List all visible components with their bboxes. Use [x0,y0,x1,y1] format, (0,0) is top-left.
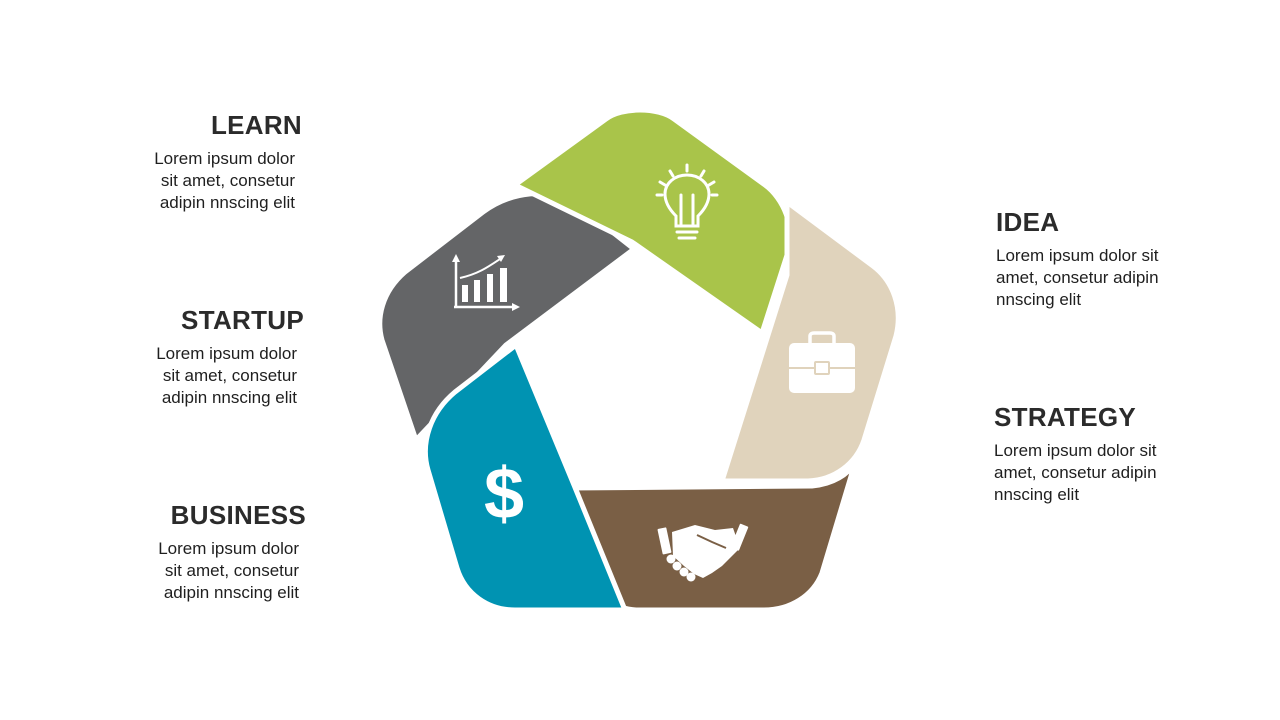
growth-chart-icon [452,254,520,311]
startup-description: Lorem ipsum dolor sit amet, consetur adi… [156,344,297,407]
business-label: BUSINESS Lorem ipsum dolor sit amet, con… [106,500,306,604]
segment-startup [422,342,628,613]
startup-title: STARTUP [181,305,304,335]
strategy-label: STRATEGY Lorem ipsum dolor sit amet, con… [994,402,1194,506]
dollar-icon: $ [484,454,524,534]
strategy-title: STRATEGY [994,402,1137,432]
business-title: BUSINESS [170,500,306,530]
svg-text:$: $ [484,454,524,534]
learn-label: LEARN Lorem ipsum dolor sit amet, conset… [102,110,302,214]
learn-title: LEARN [210,110,302,140]
lightbulb-icon [655,163,719,240]
learn-description: Lorem ipsum dolor sit amet, consetur adi… [154,149,295,212]
handshake-icon [657,523,749,582]
startup-label: STARTUP Lorem ipsum dolor sit amet, cons… [104,305,304,409]
idea-description: Lorem ipsum dolor sit amet, consetur adi… [996,246,1159,309]
idea-title: IDEA [996,207,1060,237]
business-description: Lorem ipsum dolor sit amet, consetur adi… [158,539,299,602]
strategy-description: Lorem ipsum dolor sit amet, consetur adi… [994,441,1157,504]
idea-label: IDEA Lorem ipsum dolor sit amet, consetu… [996,207,1196,311]
briefcase-icon [789,331,855,393]
